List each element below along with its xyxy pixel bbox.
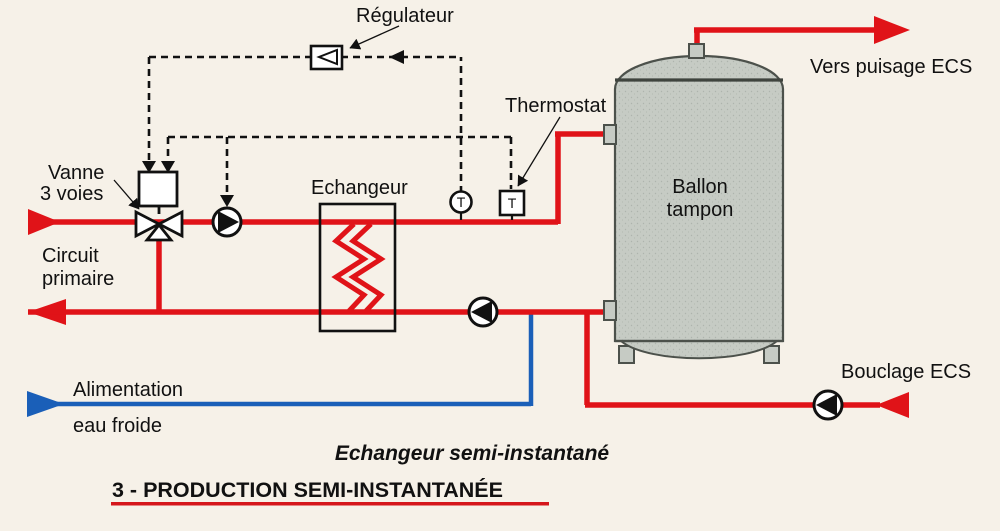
control-arrowheads — [142, 50, 404, 207]
tank-bottom-dish — [618, 340, 780, 360]
cold-feed-label-line2: eau froide — [73, 415, 162, 437]
primary-circuit-label-line1: Circuit — [42, 245, 99, 267]
section-title: 3 - PRODUCTION SEMI-INSTANTANÉE — [112, 477, 503, 502]
tank-lower-nozzle — [603, 300, 617, 321]
primary-circuit-label-line2: primaire — [42, 268, 114, 290]
ecs-outlet-pipe — [694, 16, 910, 48]
pump-cmd-arrow — [220, 195, 234, 207]
diagram-caption: Echangeur semi-instantané — [335, 442, 610, 465]
primary-pump-symbol — [211, 206, 243, 238]
primary-return-pipe — [28, 224, 608, 325]
thermostat-letter: T — [508, 195, 517, 211]
charge-pump-symbol — [467, 296, 499, 328]
supply-flow-arrow — [28, 209, 60, 235]
loop-pump-symbol — [812, 389, 844, 421]
valve-actuator-box — [137, 170, 179, 208]
tank-foot-right — [763, 345, 780, 364]
regulator-input-arrow — [389, 50, 404, 64]
three-way-valve-symbol — [134, 170, 184, 242]
thermostat-symbol: T — [498, 189, 526, 220]
loop-return-arrow — [876, 392, 909, 418]
ecs-outlet-label: Vers puisage ECS — [810, 56, 972, 78]
tank-upper-nozzle — [603, 124, 617, 145]
exchanger-label: Echangeur — [311, 177, 408, 199]
sensor-letter: T — [457, 194, 466, 210]
control-wiring — [147, 55, 513, 197]
valve-label-line2: 3 voies — [40, 183, 103, 205]
cold-water-pipe — [27, 313, 534, 417]
valve-cmd-arrow-1 — [142, 161, 156, 173]
buffer-tank-symbol — [603, 43, 785, 364]
label-pointers — [113, 25, 561, 210]
ecs-loop-label: Bouclage ECS — [841, 361, 971, 383]
thermostat-label: Thermostat — [505, 95, 607, 117]
tank-label-line2: tampon — [667, 199, 734, 221]
regulator-pointer — [349, 25, 400, 50]
valve-cmd-arrow-2 — [161, 161, 175, 173]
valve-label-line1: Vanne — [48, 162, 104, 184]
regulator-symbol — [309, 44, 344, 71]
cold-feed-label-line1: Alimentation — [73, 379, 183, 401]
tank-top-nozzle — [688, 43, 705, 59]
ecs-outlet-arrow — [874, 16, 910, 44]
valve-pointer — [113, 179, 140, 210]
tank-foot-left — [618, 345, 635, 364]
regulator-label: Régulateur — [356, 5, 454, 27]
temperature-sensor-symbol: T — [449, 190, 473, 220]
thermostat-pointer — [517, 116, 561, 187]
tank-label-line1: Ballon — [672, 176, 728, 198]
heat-exchanger-symbol — [318, 202, 397, 333]
cold-flow-arrow — [27, 391, 64, 417]
title-underline — [111, 502, 549, 506]
